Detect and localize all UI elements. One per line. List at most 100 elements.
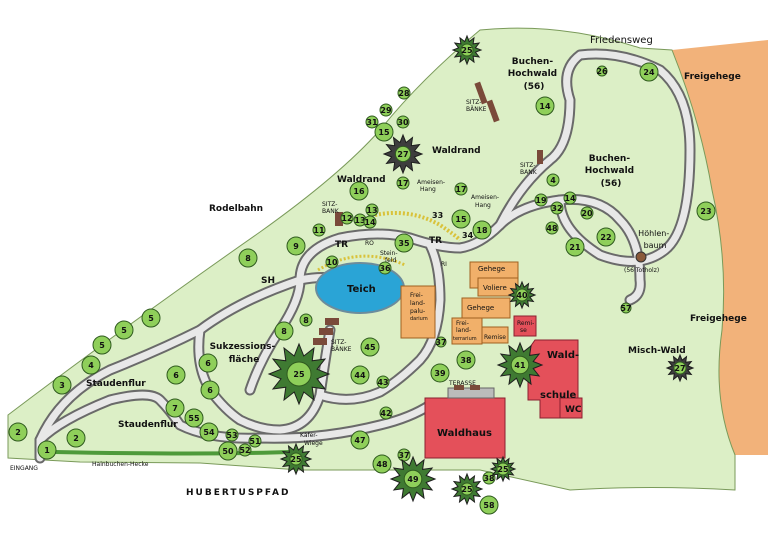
tree-marker-number: 5 <box>148 314 154 323</box>
tree-marker[interactable]: 17 <box>396 176 410 190</box>
conifer-marker[interactable]: 27 <box>382 133 424 175</box>
tree-marker[interactable]: 28 <box>397 86 411 100</box>
tree-marker[interactable]: 6 <box>200 380 220 400</box>
tree-marker-number: 6 <box>207 386 213 395</box>
tree-marker-number: 15 <box>455 215 467 224</box>
tree-marker[interactable]: 38 <box>456 350 476 370</box>
label-ameisen-hang-2: Ameisen- Hang <box>471 194 501 209</box>
tree-marker[interactable]: 8 <box>238 248 258 268</box>
label-remise-1: Remise <box>484 334 506 341</box>
tree-marker[interactable]: 14 <box>363 215 377 229</box>
tree-marker[interactable]: 54 <box>199 422 219 442</box>
conifer-marker[interactable]: 41 <box>496 341 544 389</box>
tree-marker[interactable]: 9 <box>286 236 306 256</box>
tree-marker-number: 30 <box>397 118 409 127</box>
conifer-marker[interactable]: 27 <box>665 353 695 383</box>
tree-marker[interactable]: 43 <box>376 375 390 389</box>
building-remise-2[interactable] <box>513 315 537 337</box>
tree-marker[interactable]: 17 <box>454 182 468 196</box>
tree-marker[interactable]: 45 <box>360 337 380 357</box>
tree-marker[interactable]: 10 <box>325 255 339 269</box>
tree-marker[interactable]: 44 <box>350 365 370 385</box>
tree-marker[interactable]: 12 <box>340 211 354 225</box>
conifer-marker[interactable]: 25 <box>279 442 313 476</box>
tree-marker[interactable]: 57 <box>620 302 632 314</box>
tree-marker-number: 24 <box>643 68 655 77</box>
building-remise-1[interactable] <box>481 326 509 344</box>
tree-marker[interactable]: 15 <box>374 122 394 142</box>
tree-marker[interactable]: 20 <box>580 206 594 220</box>
tree-marker[interactable]: 2 <box>8 422 28 442</box>
tree-marker[interactable]: 23 <box>696 201 716 221</box>
tree-marker[interactable]: 8 <box>274 321 294 341</box>
tree-marker[interactable]: 37 <box>397 448 411 462</box>
tree-marker[interactable]: 16 <box>349 181 369 201</box>
tree-marker-number: 14 <box>564 194 576 203</box>
tree-marker[interactable]: 5 <box>114 320 134 340</box>
tree-marker[interactable]: 5 <box>92 335 112 355</box>
building-freiland-terrarium[interactable] <box>451 317 483 345</box>
tree-marker-number: 42 <box>380 409 391 418</box>
tree-marker[interactable]: 55 <box>184 408 204 428</box>
tree-marker[interactable]: 39 <box>430 363 450 383</box>
tree-marker[interactable]: 3 <box>52 375 72 395</box>
tree-marker[interactable]: 26 <box>596 65 608 77</box>
tree-marker[interactable]: 32 <box>550 201 564 215</box>
tree-marker[interactable]: 22 <box>596 227 616 247</box>
building-gehege-2[interactable] <box>461 297 511 319</box>
conifer-marker[interactable]: 49 <box>389 455 437 503</box>
tree-marker[interactable]: 47 <box>350 430 370 450</box>
label-sitzbaenke-1: SITZ- BÄNKE <box>466 99 487 113</box>
tree-marker[interactable]: 53 <box>225 428 239 442</box>
tree-marker[interactable]: 5 <box>141 308 161 328</box>
label-buchen-hochwald-2: Buchen- Hochwald (56) <box>585 154 638 189</box>
tree-marker[interactable]: 58 <box>479 495 499 515</box>
tree-marker[interactable]: 1 <box>37 440 57 460</box>
tree-marker[interactable]: 30 <box>396 115 410 129</box>
tree-marker[interactable]: 4 <box>81 355 101 375</box>
tree-marker[interactable]: 21 <box>565 237 585 257</box>
tree-marker[interactable]: 19 <box>534 193 548 207</box>
tree-marker[interactable]: 14 <box>535 96 555 116</box>
tree-marker[interactable]: 18 <box>472 220 492 240</box>
tree-marker[interactable]: 6 <box>166 365 186 385</box>
tree-marker-number: 17 <box>397 179 408 188</box>
tree-marker[interactable]: 50 <box>218 441 238 461</box>
tree-marker[interactable]: 48 <box>545 221 559 235</box>
conifer-marker[interactable]: 25 <box>451 34 483 66</box>
tree-marker[interactable]: 14 <box>563 191 577 205</box>
conifer-marker[interactable]: 25 <box>489 455 517 483</box>
tree-marker[interactable]: 4 <box>546 173 560 187</box>
tree-marker[interactable]: 36 <box>378 261 392 275</box>
tree-marker[interactable]: 42 <box>379 406 393 420</box>
conifer-marker[interactable]: 25 <box>450 472 484 506</box>
tree-marker[interactable]: 6 <box>198 353 218 373</box>
tree-marker[interactable]: 51 <box>248 434 262 448</box>
tree-marker[interactable]: 48 <box>372 454 392 474</box>
tree-marker[interactable]: 31 <box>365 115 379 129</box>
tree-marker[interactable]: 35 <box>394 233 414 253</box>
tree-marker-number: 8 <box>303 316 309 325</box>
label-sitzbaenke-2: SITZ- BÄNKE <box>331 339 352 353</box>
hoehlenbaum-icon <box>635 251 647 263</box>
tree-marker[interactable]: 37 <box>435 336 447 348</box>
tree-marker[interactable]: 7 <box>165 398 185 418</box>
label-misch-wald: Misch-Wald <box>628 346 686 356</box>
tree-marker[interactable]: 13 <box>365 203 379 217</box>
label-friedensweg: Friedensweg <box>590 35 653 46</box>
tree-marker[interactable]: 8 <box>299 313 313 327</box>
building-freiland-paludarium[interactable] <box>400 285 436 339</box>
building-waldhaus[interactable] <box>424 397 506 459</box>
tree-marker[interactable]: 29 <box>379 103 393 117</box>
tree-marker[interactable]: 2 <box>66 428 86 448</box>
conifer-marker[interactable]: 40 <box>507 280 537 310</box>
tree-marker[interactable]: 15 <box>451 209 471 229</box>
tree-marker[interactable]: 11 <box>312 223 326 237</box>
tree-marker[interactable]: 52 <box>238 443 252 457</box>
tree-marker[interactable]: 24 <box>639 62 659 82</box>
building-wc[interactable] <box>559 397 583 419</box>
label-ri: RI <box>441 261 447 268</box>
label-hoehlenbaum: Höhlen- baum <box>638 229 672 250</box>
conifer-marker[interactable]: 25 <box>267 342 331 406</box>
